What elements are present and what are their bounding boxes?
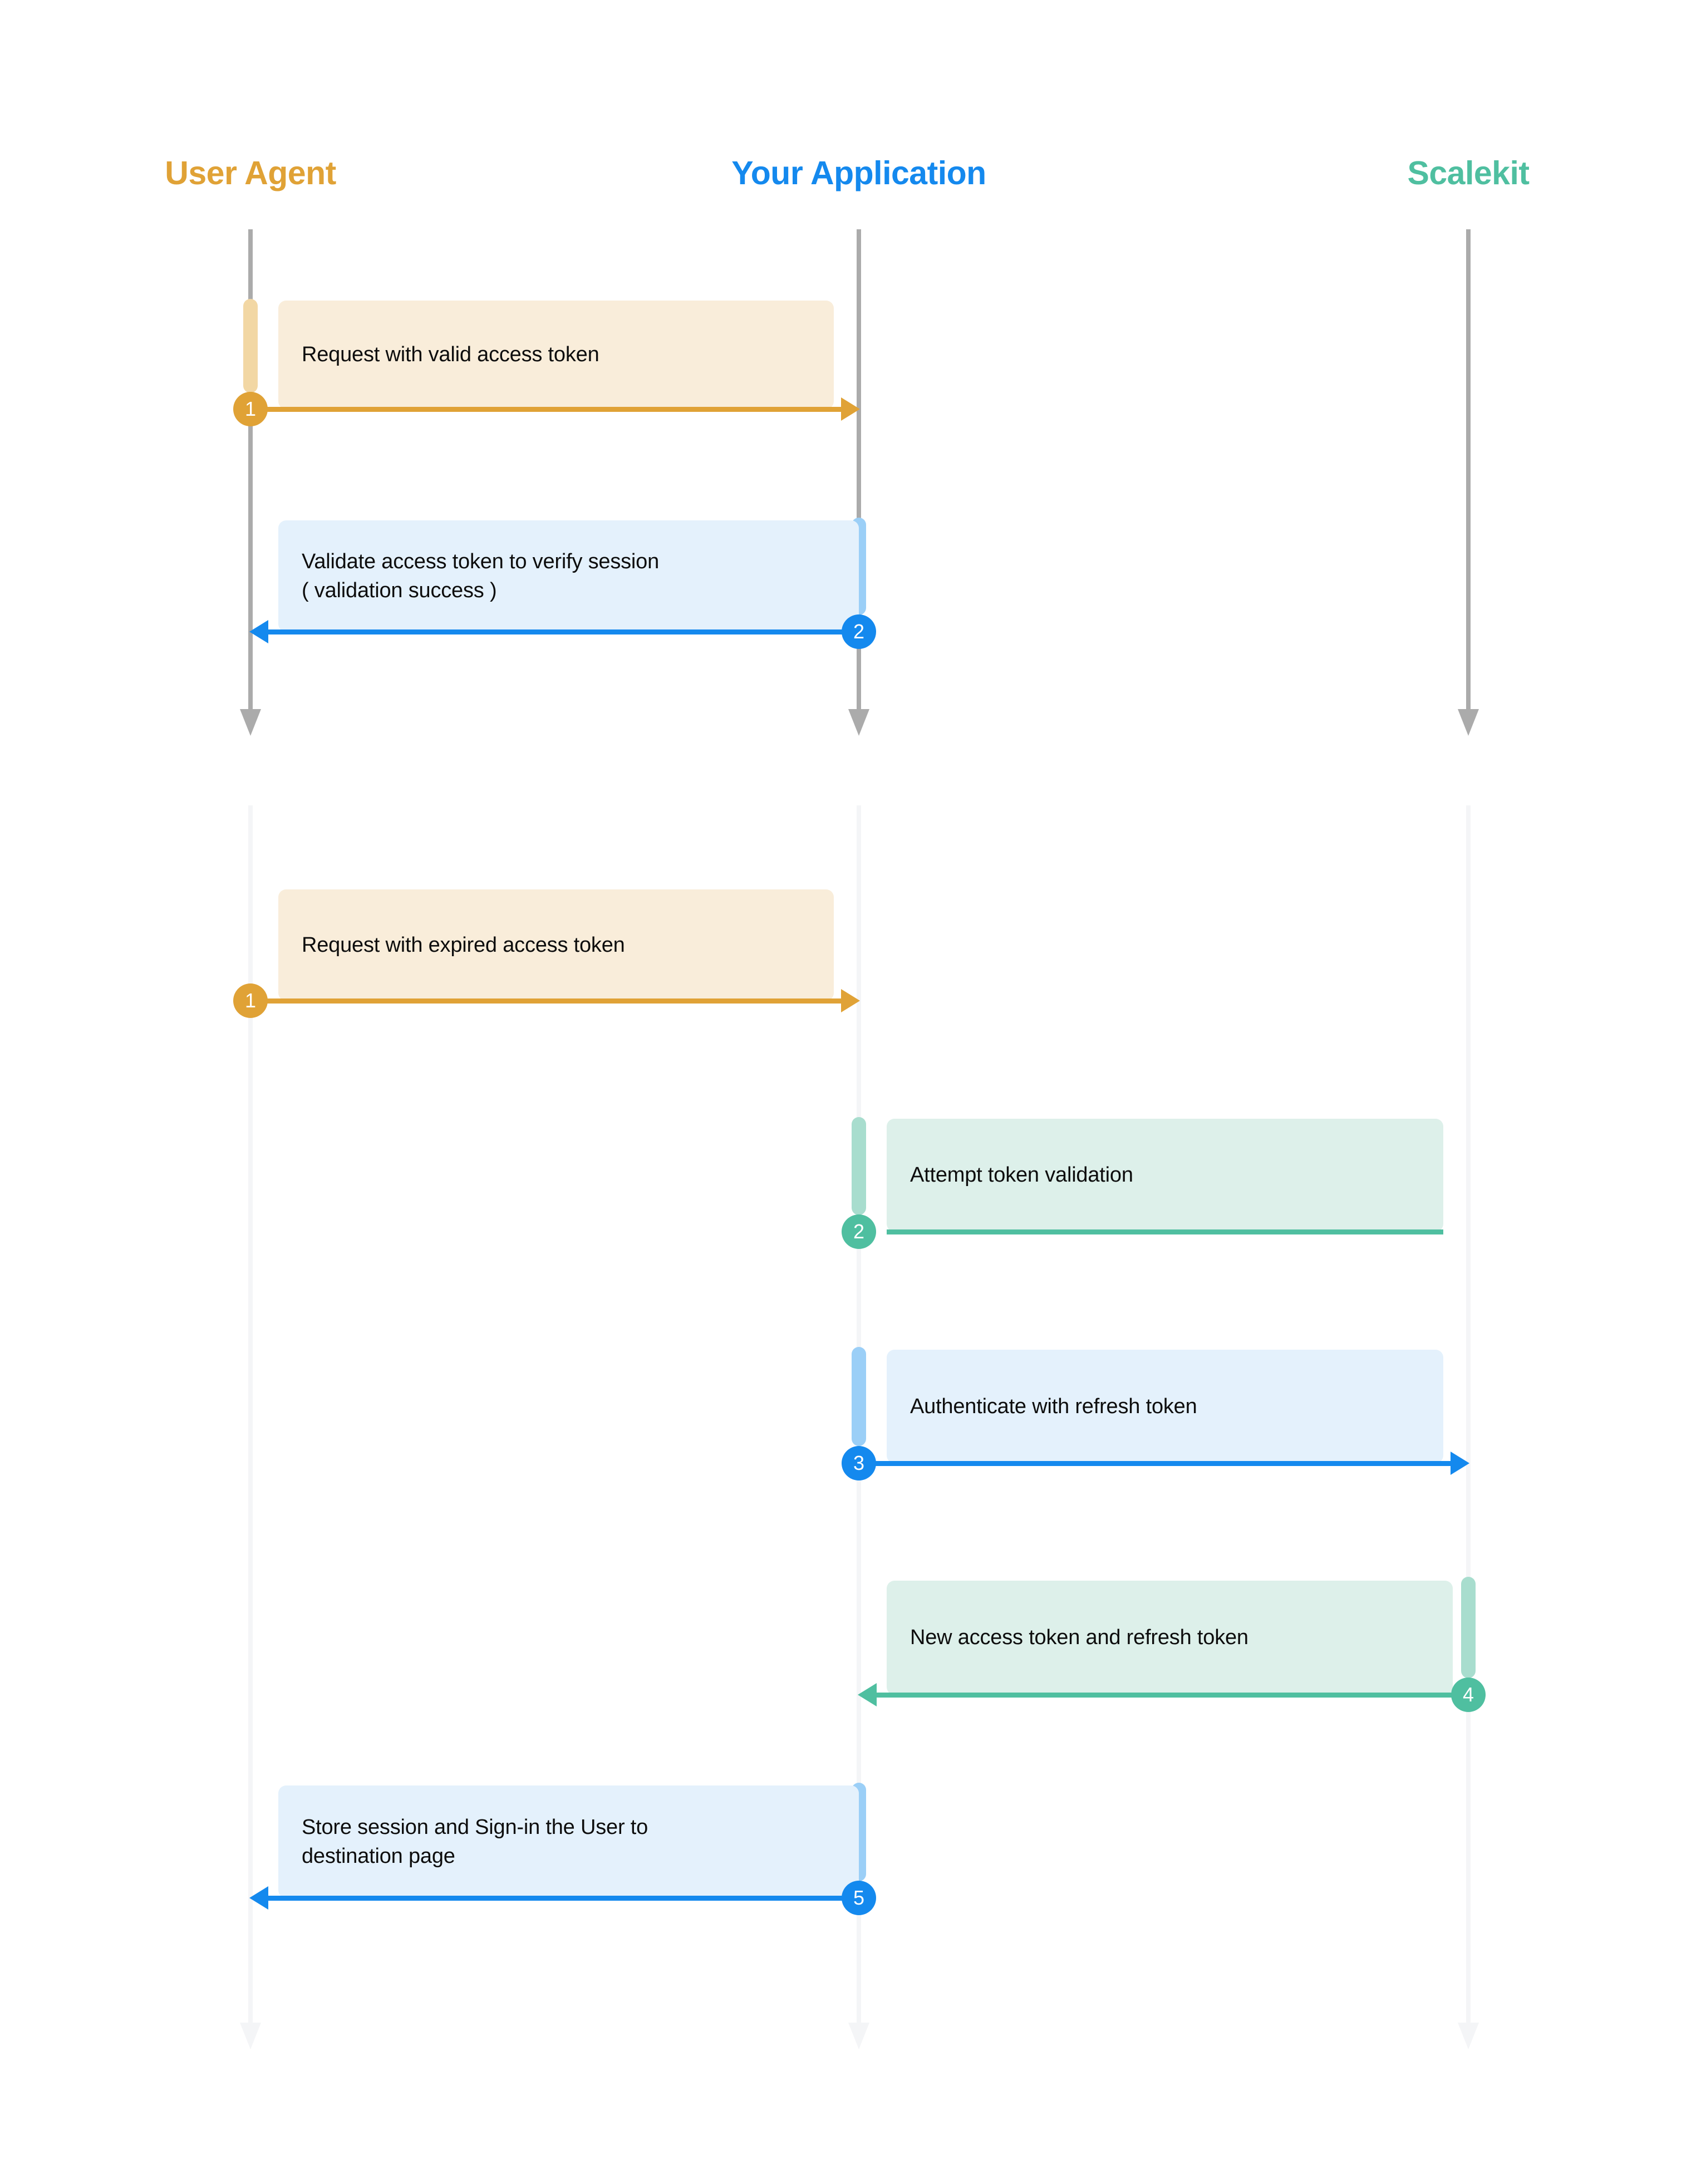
message-arrow-expired-token-flow-5 [266, 1896, 859, 1901]
lifeline-arrowhead-icon [240, 2023, 261, 2049]
lifeline-expired-token-flow-scalekit [1458, 805, 1479, 2049]
activation-bar-valid-token-flow-1 [243, 299, 258, 393]
arrowhead-left-icon [858, 1683, 877, 1706]
message-box-expired-token-flow-5: Store session and Sign-in the User to des… [278, 1785, 859, 1898]
participant-header-user-agent: User Agent [165, 155, 336, 191]
message-label: ( validation success ) [302, 579, 497, 602]
lifeline-valid-token-flow-scalekit [1458, 229, 1479, 736]
message-box-expired-token-flow-4: New access token and refresh token [887, 1581, 1453, 1695]
message-label: Authenticate with refresh token [910, 1394, 1197, 1418]
arrowhead-left-icon [249, 1886, 268, 1910]
message-arrow-expired-token-flow-1 [250, 998, 843, 1004]
step-badge-expired-token-flow-4: 4 [1451, 1678, 1486, 1712]
message-box-expired-token-flow-1: Request with expired access token [278, 889, 834, 1001]
arrowhead-left-icon [249, 620, 268, 643]
participant-header-your-application: Your Application [731, 155, 986, 191]
message-label: Attempt token validation [910, 1163, 1133, 1187]
lifeline-stem [248, 805, 253, 2024]
activation-bar-expired-token-flow-3 [852, 1347, 866, 1446]
message-label: Store session and Sign-in the User to [302, 1815, 648, 1839]
lifeline-expired-token-flow-user-agent [240, 805, 261, 2049]
lifeline-valid-token-flow-user-agent [240, 229, 261, 736]
activation-bar-expired-token-flow-4 [1461, 1577, 1476, 1678]
message-label: Request with valid access token [302, 343, 599, 367]
lifeline-arrowhead-icon [848, 2023, 869, 2049]
lifeline-arrowhead-icon [1458, 709, 1479, 736]
message-arrow-expired-token-flow-3 [859, 1461, 1453, 1466]
step-badge-expired-token-flow-5: 5 [842, 1881, 876, 1915]
lifeline-stem [1466, 805, 1471, 2024]
lifeline-arrowhead-icon [1458, 2023, 1479, 2049]
lifeline-stem [248, 229, 253, 710]
participant-header-scalekit: Scalekit [1407, 155, 1530, 191]
lifeline-stem [857, 229, 861, 710]
step-badge-valid-token-flow-2: 2 [842, 614, 876, 649]
lifeline-stem [1466, 229, 1471, 710]
message-label: destination page [302, 1844, 455, 1868]
lifeline-valid-token-flow-your-application [848, 229, 869, 736]
step-badge-expired-token-flow-2: 2 [842, 1214, 876, 1249]
arrowhead-right-icon [1451, 1452, 1469, 1475]
message-label: Request with expired access token [302, 933, 625, 957]
step-badge-expired-token-flow-3: 3 [842, 1446, 876, 1480]
message-box-expired-token-flow-2: Attempt token validation [887, 1119, 1443, 1232]
step-badge-expired-token-flow-1: 1 [233, 983, 268, 1018]
message-arrow-valid-token-flow-1 [250, 407, 843, 412]
message-arrow-valid-token-flow-2 [266, 629, 859, 634]
lifeline-arrowhead-icon [240, 709, 261, 736]
message-box-expired-token-flow-3: Authenticate with refresh token [887, 1350, 1443, 1463]
message-label: New access token and refresh token [910, 1626, 1248, 1650]
lifeline-arrowhead-icon [848, 709, 869, 736]
arrowhead-right-icon [841, 989, 860, 1012]
activation-bar-expired-token-flow-2 [852, 1117, 866, 1215]
step-badge-valid-token-flow-1: 1 [233, 392, 268, 426]
message-arrow-expired-token-flow-4 [874, 1693, 1468, 1698]
message-line-expired-token-flow-2 [887, 1229, 1443, 1234]
message-box-valid-token-flow-2: Validate access token to verify session (… [278, 520, 859, 632]
message-box-valid-token-flow-1: Request with valid access token [278, 301, 834, 409]
arrowhead-right-icon [841, 397, 860, 421]
message-label: Validate access token to verify session [302, 549, 660, 573]
